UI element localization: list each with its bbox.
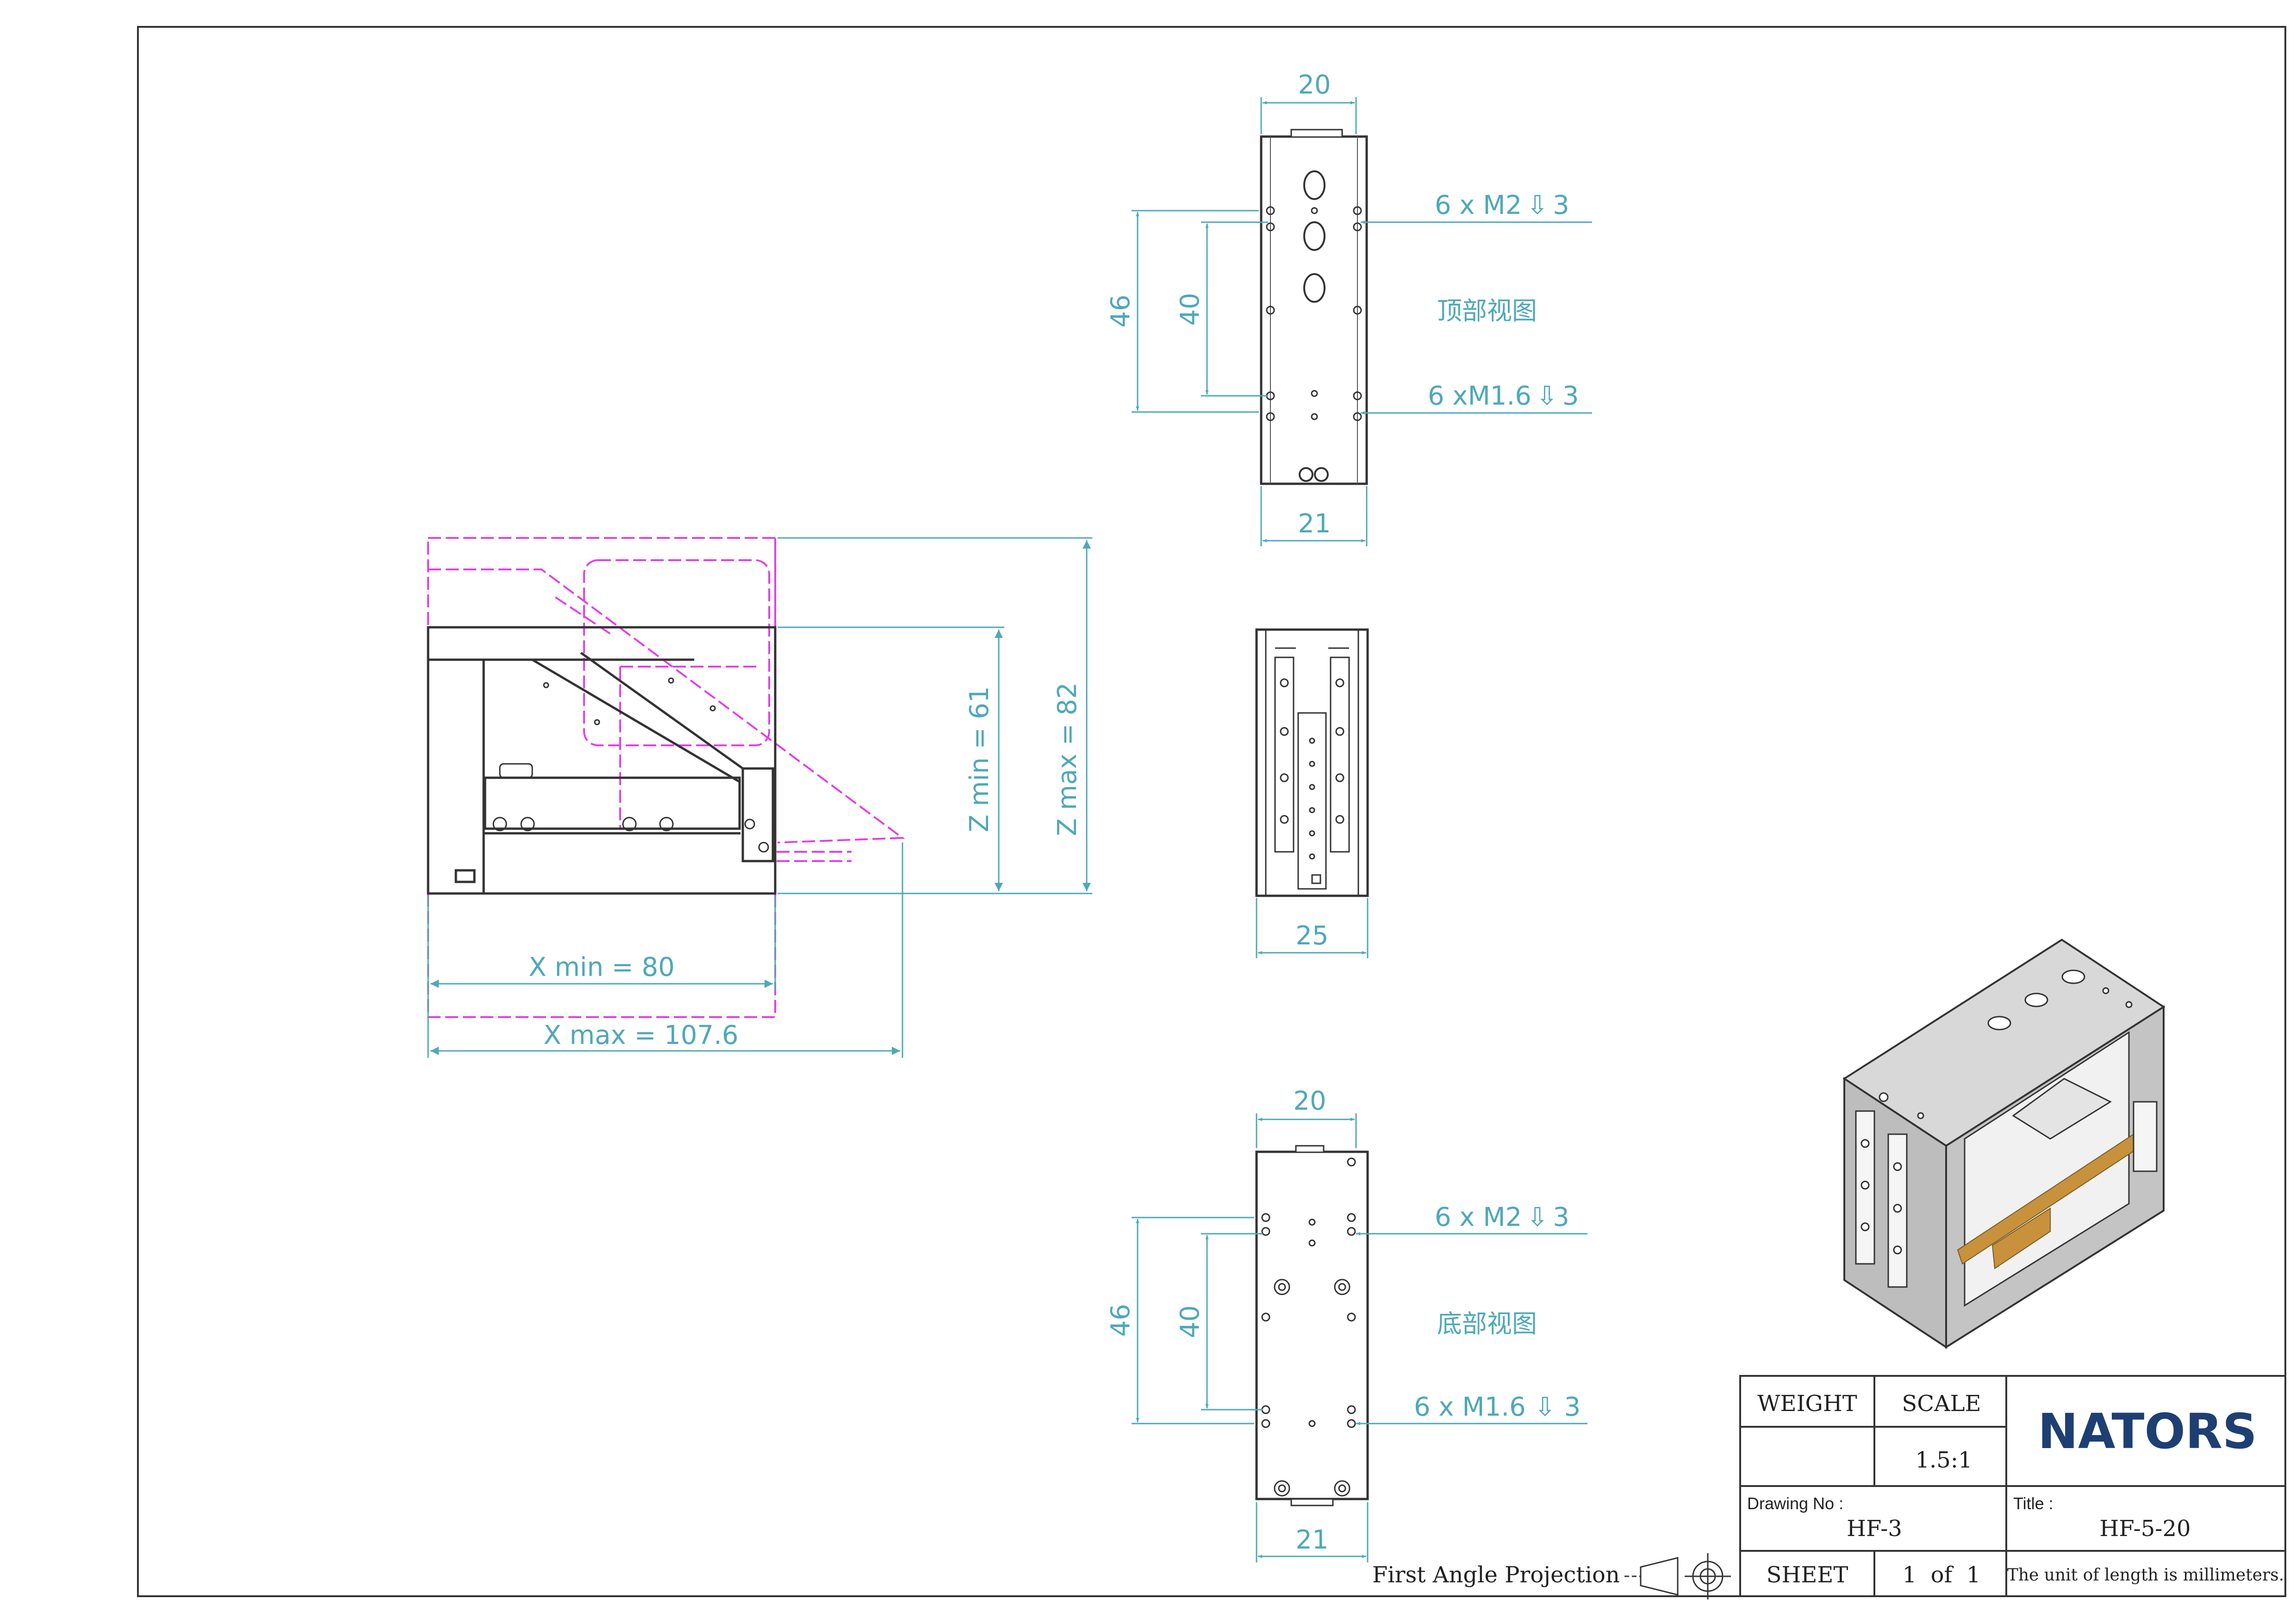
top-view: 20 21 46 40 6 x M2⇩3 6 xM1.6⇩3 顶部视图 — [1106, 70, 1592, 546]
top-view-caption: 顶部视图 — [1437, 296, 1537, 325]
top-height-inner-label: 40 — [1175, 293, 1205, 325]
bottom-thread-2-label: 6 x M1.6⇩3 — [1414, 1392, 1580, 1422]
sheet-label: SHEET — [1767, 1562, 1848, 1588]
depth-icon: ⇩ — [1534, 1392, 1556, 1422]
top-height-outer-label: 46 — [1106, 294, 1136, 327]
bottom-height-outer-label: 46 — [1106, 1304, 1136, 1337]
top-thread-1-label: 6 x M2⇩3 — [1435, 190, 1569, 220]
depth-icon: ⇩ — [1526, 1202, 1548, 1232]
top-view-outline — [1260, 135, 1368, 485]
side-view-outline — [427, 626, 777, 895]
bottom-thread-1-label: 6 x M2⇩3 — [1435, 1202, 1569, 1232]
bottom-width-bottom-label: 21 — [1295, 1525, 1328, 1555]
side-view: Z min = 61 Z max = 82 X min = 80 X max =… — [427, 537, 1092, 1058]
weight-label: WEIGHT — [1757, 1391, 1857, 1417]
bottom-width-top-label: 20 — [1293, 1086, 1326, 1116]
depth-icon: ⇩ — [1526, 190, 1548, 220]
z-max-label: Z max = 82 — [1052, 682, 1083, 836]
isometric-view — [1842, 938, 2165, 1349]
x-min-label: X min = 80 — [529, 952, 675, 982]
z-min-label: Z min = 61 — [964, 686, 995, 832]
bottom-view: 20 21 46 40 6 x M2⇩3 6 x M1.6⇩3 底部视图 — [1106, 1086, 1587, 1562]
front-view: 25 — [1255, 628, 1369, 958]
projection-symbol: First Angle Projection — [1372, 1553, 1731, 1599]
projection-cone-icon — [1640, 1557, 1679, 1596]
sheet-value: 1 of 1 — [1903, 1562, 1981, 1588]
title-block: WEIGHT SCALE 1.5:1 NATORS Drawing No : H… — [1739, 1375, 2286, 1597]
scale-label: SCALE — [1902, 1391, 1981, 1417]
bottom-height-inner-label: 40 — [1175, 1305, 1205, 1338]
unit-note: The unit of length is millimeters. — [2007, 1566, 2284, 1585]
x-max-label: X max = 107.6 — [543, 1020, 738, 1050]
company-logo: NATORS — [2038, 1403, 2257, 1460]
depth-icon: ⇩ — [1536, 381, 1558, 411]
bottom-view-caption: 底部视图 — [1437, 1309, 1537, 1338]
top-width-top-label: 20 — [1298, 70, 1331, 100]
front-view-outline — [1255, 628, 1369, 897]
top-thread-2-label: 6 xM1.6⇩3 — [1428, 381, 1579, 411]
bottom-view-outline — [1255, 1150, 1369, 1500]
scale-value: 1.5:1 — [1915, 1447, 1972, 1473]
title-value: HF-5-20 — [2099, 1516, 2190, 1542]
front-width-label: 25 — [1295, 921, 1328, 951]
drawing-no-label: Drawing No : — [1747, 1494, 1843, 1513]
drawing-frame — [137, 26, 2286, 1597]
top-width-bottom-label: 21 — [1298, 509, 1331, 539]
projection-label: First Angle Projection — [1372, 1562, 1620, 1588]
projection-circle-icon — [1624, 1553, 1731, 1599]
drawing-no-value: HF-3 — [1847, 1516, 1902, 1542]
title-label: Title : — [2013, 1494, 2053, 1513]
